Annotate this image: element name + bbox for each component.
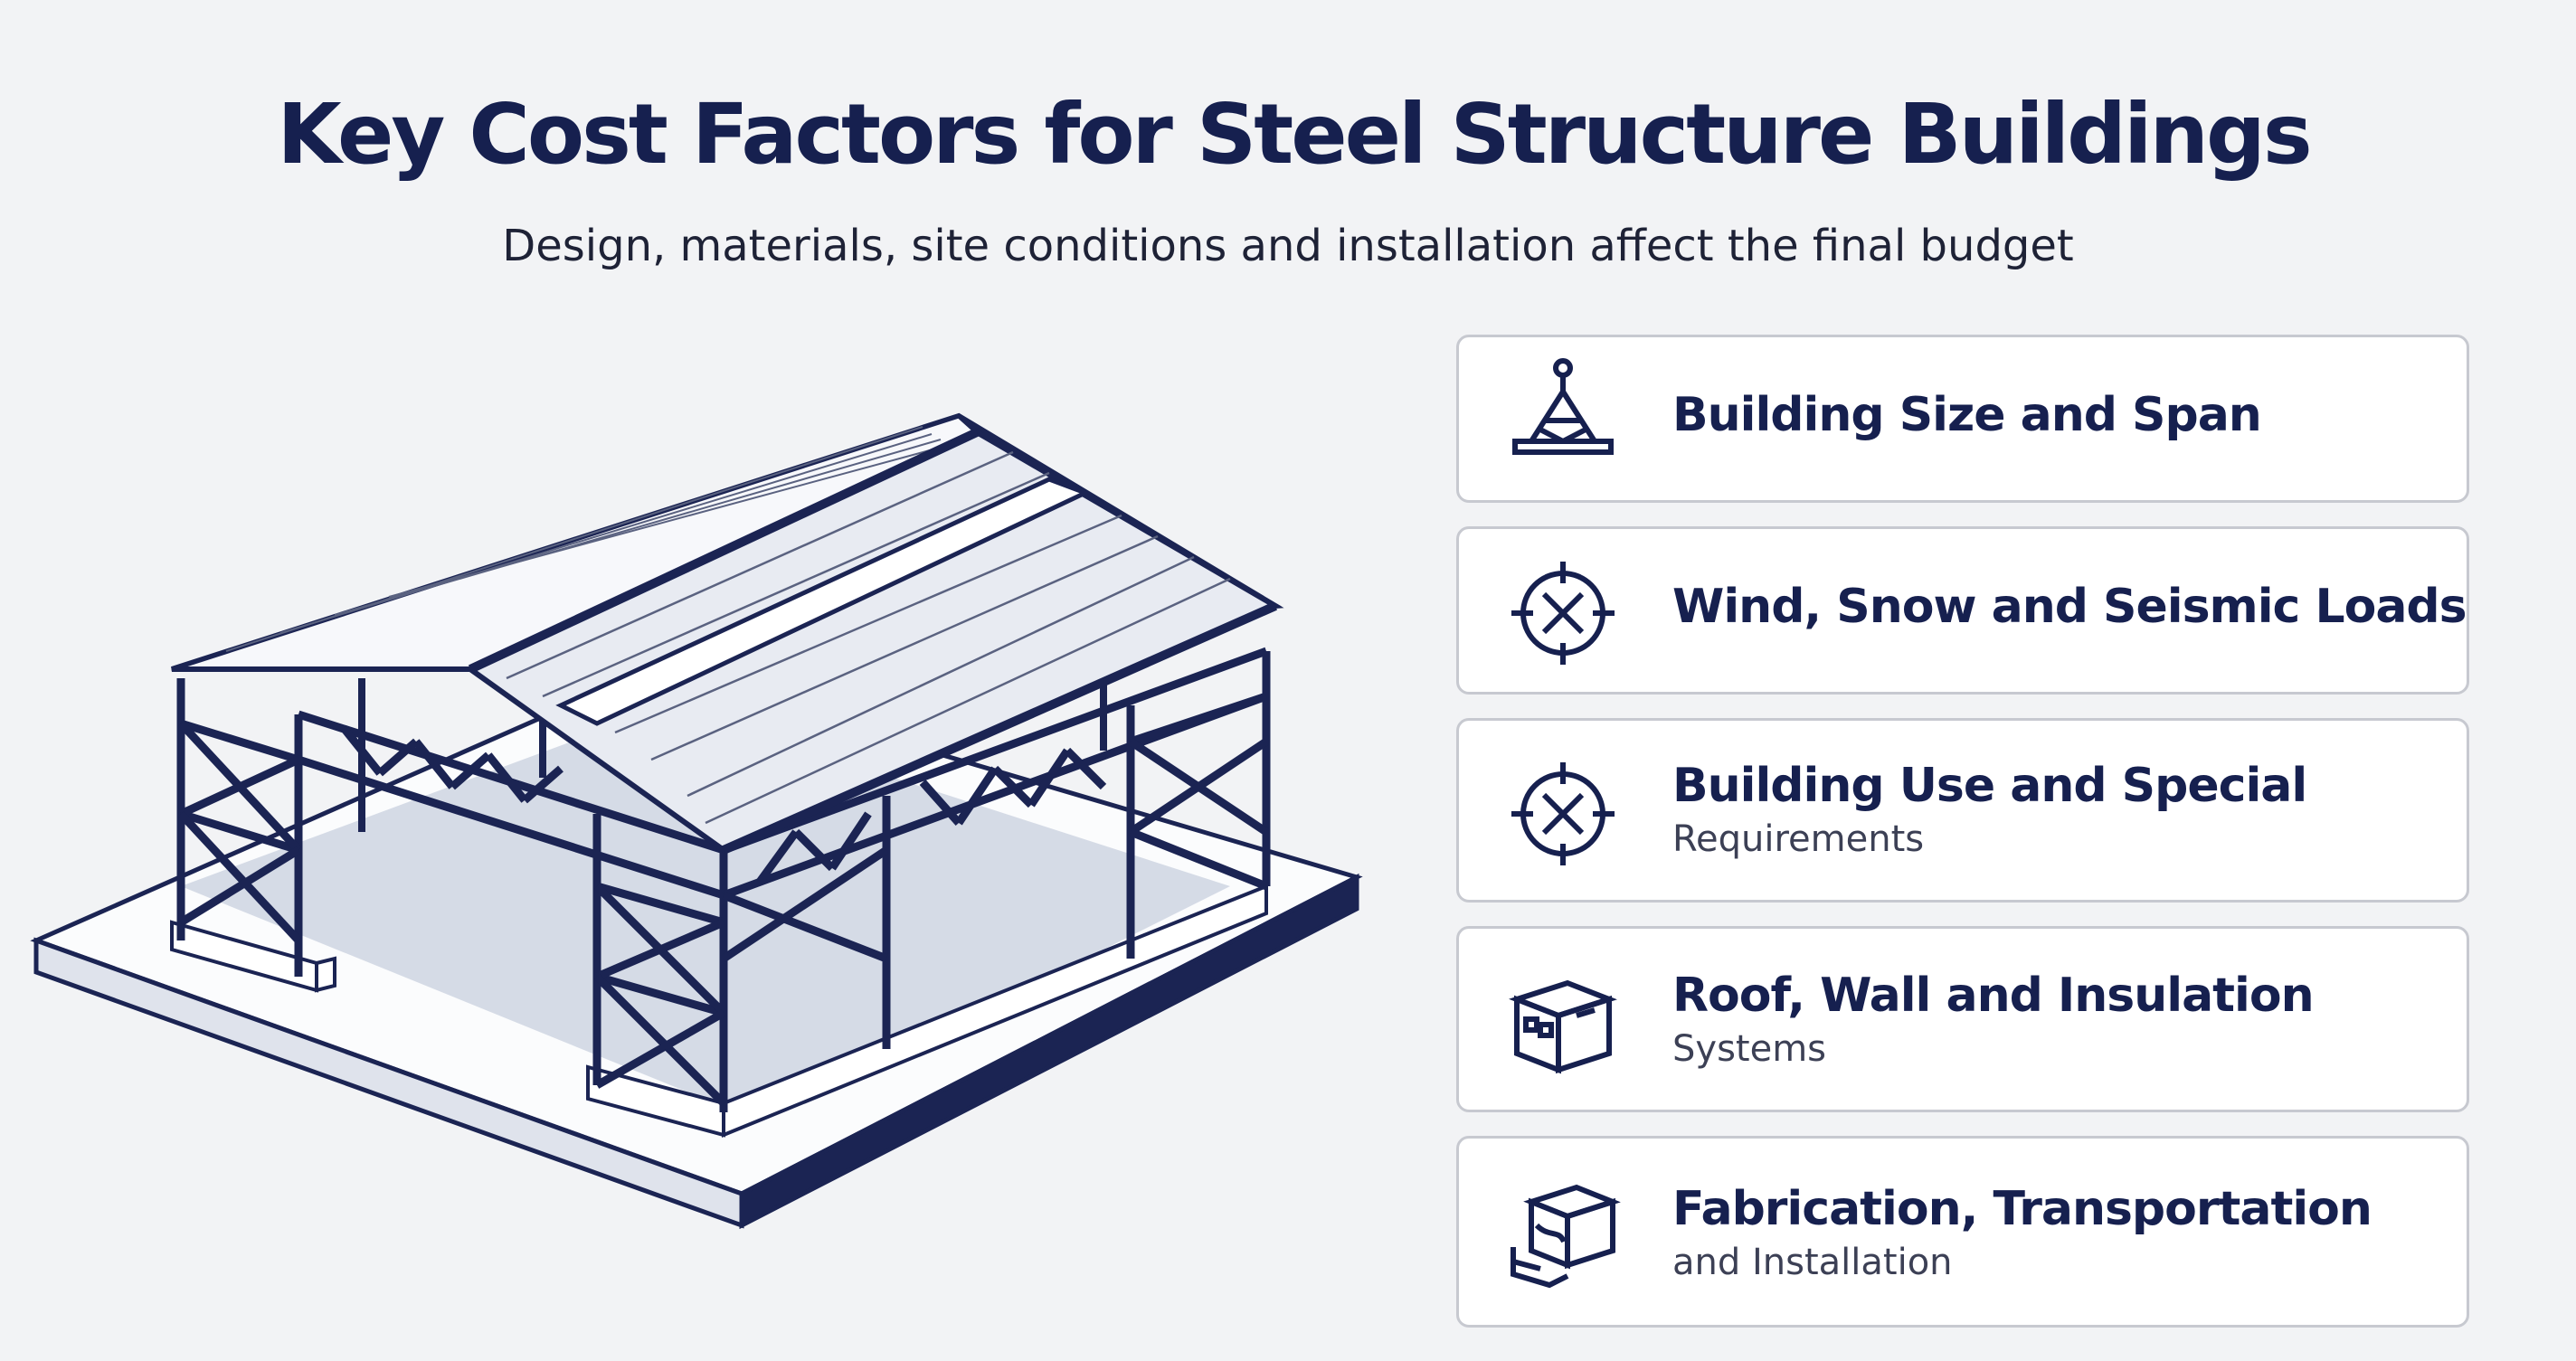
- crosshair-load-icon: [1511, 562, 1615, 665]
- factor-sublabel: Systems: [1672, 1028, 1826, 1070]
- page-subtitle: Design, materials, site conditions and i…: [502, 221, 2074, 271]
- building-panel-icon: [1509, 979, 1617, 1074]
- header: Key Cost Factors for Steel Structure Bui…: [0, 0, 2576, 289]
- crosshair-target-icon: [1511, 762, 1615, 865]
- factor-card-size-span: Building Size and Span: [1456, 335, 2469, 503]
- factor-sublabel: Requirements: [1672, 818, 1925, 860]
- factor-card-use: Building Use and Special Requirements: [1456, 718, 2469, 903]
- right-side-frame: [721, 647, 1271, 1049]
- factor-label: Fabrication, Transportation: [1672, 1182, 2372, 1236]
- roof: [171, 412, 1284, 855]
- page-title: Key Cost Factors for Steel Structure Bui…: [277, 86, 2312, 183]
- factor-card-loads: Wind, Snow and Seismic Loads: [1456, 526, 2469, 695]
- factor-label: Building Use and Special: [1672, 759, 2307, 813]
- factor-label: Building Size and Span: [1672, 388, 2262, 442]
- factor-label: Roof, Wall and Insulation: [1672, 969, 2315, 1023]
- factor-label: Wind, Snow and Seismic Loads: [1672, 580, 2467, 634]
- crane-hook-icon: [1512, 358, 1614, 455]
- front-side-frame: [297, 710, 728, 1112]
- transport-crate-icon: [1511, 1184, 1621, 1289]
- factor-sublabel: and Installation: [1672, 1242, 1953, 1283]
- steel-building-illustration: [30, 412, 1363, 1230]
- left-end-frame: [176, 678, 303, 977]
- factor-card-roof-wall: Roof, Wall and Insulation Systems: [1456, 926, 2469, 1112]
- factor-card-fabrication: Fabrication, Transportation and Installa…: [1456, 1136, 2469, 1328]
